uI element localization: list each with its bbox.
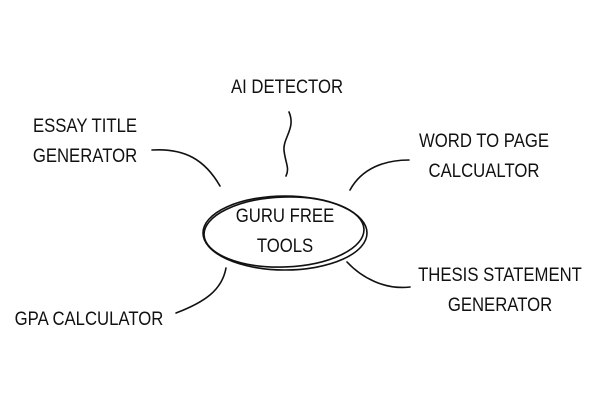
- center-ellipse-outline: [203, 196, 365, 268]
- connector-gpa: [175, 267, 227, 314]
- center-ellipse: [202, 195, 368, 271]
- connector-ai-detector: [283, 111, 292, 177]
- connector-essay-title: [151, 149, 221, 187]
- node-label: GPA CALCULATOR: [14, 309, 164, 330]
- node-thesis-statement-generator: THESIS STATEMENT GENERATOR: [416, 261, 583, 321]
- node-gpa-calculator: GPA CALCULATOR: [11, 305, 168, 335]
- node-word-to-page-calculator: WORD TO PAGE CALCUALTOR: [414, 127, 555, 187]
- node-label: THESIS STATEMENT: [418, 265, 582, 286]
- node-label: GENERATOR: [447, 295, 553, 316]
- center-line-1: GURU FREE: [235, 206, 335, 227]
- node-label: CALCUALTOR: [428, 161, 540, 182]
- node-label: AI DETECTOR: [230, 77, 344, 98]
- node-ai-detector: AI DETECTOR: [217, 73, 358, 103]
- node-label: ESSAY TITLE: [32, 116, 138, 137]
- node-label: WORD TO PAGE: [418, 131, 550, 152]
- connector-thesis: [346, 261, 411, 289]
- connector-word-to-page: [349, 159, 410, 191]
- node-label: GENERATOR: [32, 146, 138, 167]
- center-line-2: TOOLS: [256, 236, 314, 257]
- node-essay-title-generator: ESSAY TITLE GENERATOR: [19, 112, 151, 172]
- center-node: GURU FREE TOOLS: [215, 202, 356, 262]
